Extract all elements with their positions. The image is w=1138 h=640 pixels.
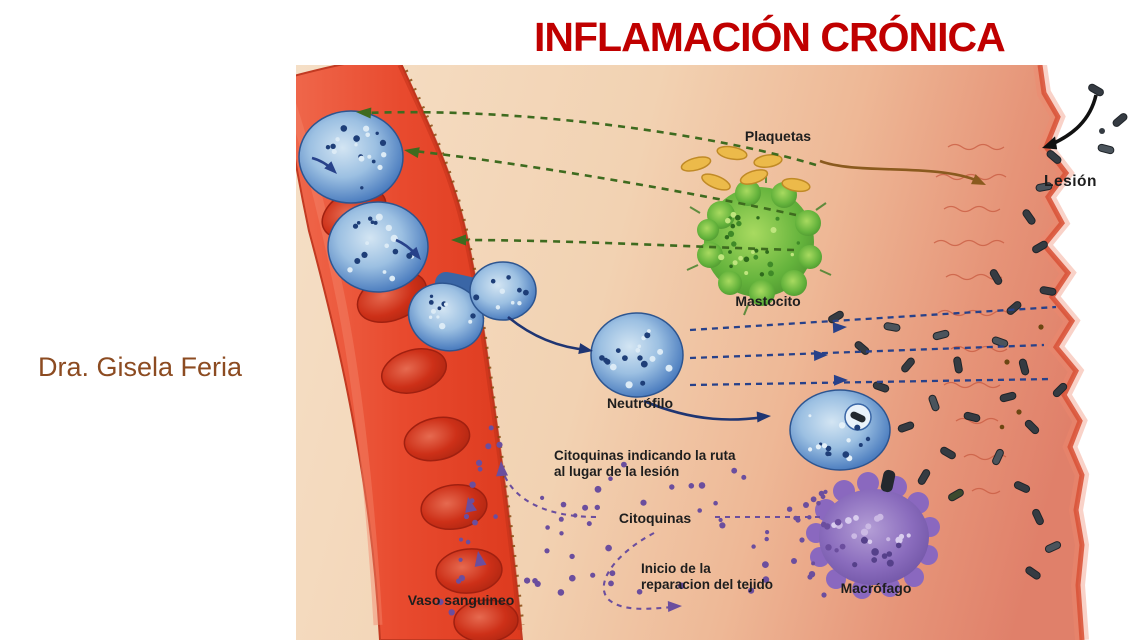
- spore-dots: [999, 324, 1044, 430]
- label-vaso-sanguineo: Vaso sanguineo: [407, 592, 515, 608]
- neutrophil-in-vessel-2: [327, 201, 429, 293]
- label-lesion: Lesión: [1044, 173, 1097, 190]
- label-inicio-line2: reparacion del tejido: [641, 576, 774, 592]
- neutrophil-path-arrowheads: [578, 343, 771, 423]
- cytokine-dots: [493, 461, 846, 596]
- blue-dashed-arrows: [689, 305, 1057, 387]
- label-citoquinas-ruta-line2: al lugar de la lesión: [554, 463, 680, 479]
- engulfed-bacterium: [850, 411, 866, 423]
- neutrophil-transmigrating: [407, 261, 537, 352]
- platelet-to-wound-arrow: [819, 159, 986, 185]
- label-inicio-line1: Inicio de la: [641, 561, 711, 576]
- bacteria-group: [828, 83, 1128, 580]
- macrophage-cell: [791, 469, 940, 599]
- platelets-group: [680, 145, 811, 193]
- bacteria-entry-arrow: [1042, 94, 1098, 150]
- neutrophil-free: [590, 312, 684, 398]
- green-dashed-arrows: [365, 110, 817, 252]
- cytokine-dashed-paths: [500, 468, 820, 610]
- vessel-flow-arrowheads: [324, 161, 421, 260]
- neutrophil-phagocytosing: [789, 389, 891, 471]
- neutrophil-in-vessel-1: [298, 110, 404, 204]
- label-inicio-reparacion: Inicio de la reparacion del tejido: [641, 561, 773, 593]
- wound-exterior: [1040, 65, 1138, 640]
- label-citoquinas-ruta: Citoquinas indicando la ruta al lugar de…: [554, 448, 736, 480]
- label-citoquinas: Citoquinas: [618, 510, 692, 526]
- inflammation-illustration: Plaquetas Lesión Mastocito Neutrófilo Ci…: [296, 65, 1138, 640]
- slide-title: INFLAMACIÓN CRÓNICA: [534, 14, 1006, 60]
- cytokine-arrowheads: [465, 461, 682, 612]
- label-mastocito: Mastocito: [735, 293, 801, 309]
- label-neutrofilo: Neutrófilo: [606, 395, 674, 411]
- illustration-canvas: [296, 65, 1138, 640]
- endothelium-dots: [402, 65, 525, 626]
- label-macrofago: Macrófago: [840, 580, 912, 596]
- mastocyte-cell: [686, 173, 832, 316]
- cytokine-vessel-trail: [437, 425, 503, 616]
- bacterium-being-engulfed: [880, 469, 896, 493]
- blue-dashed-arrowheads: [813, 322, 848, 386]
- author-credit: Dra. Gisela Feria: [38, 352, 243, 382]
- green-arrowheads: [356, 107, 466, 246]
- label-citoquinas-ruta-line1: Citoquinas indicando la ruta: [554, 448, 736, 463]
- label-plaquetas: Plaquetas: [744, 128, 812, 144]
